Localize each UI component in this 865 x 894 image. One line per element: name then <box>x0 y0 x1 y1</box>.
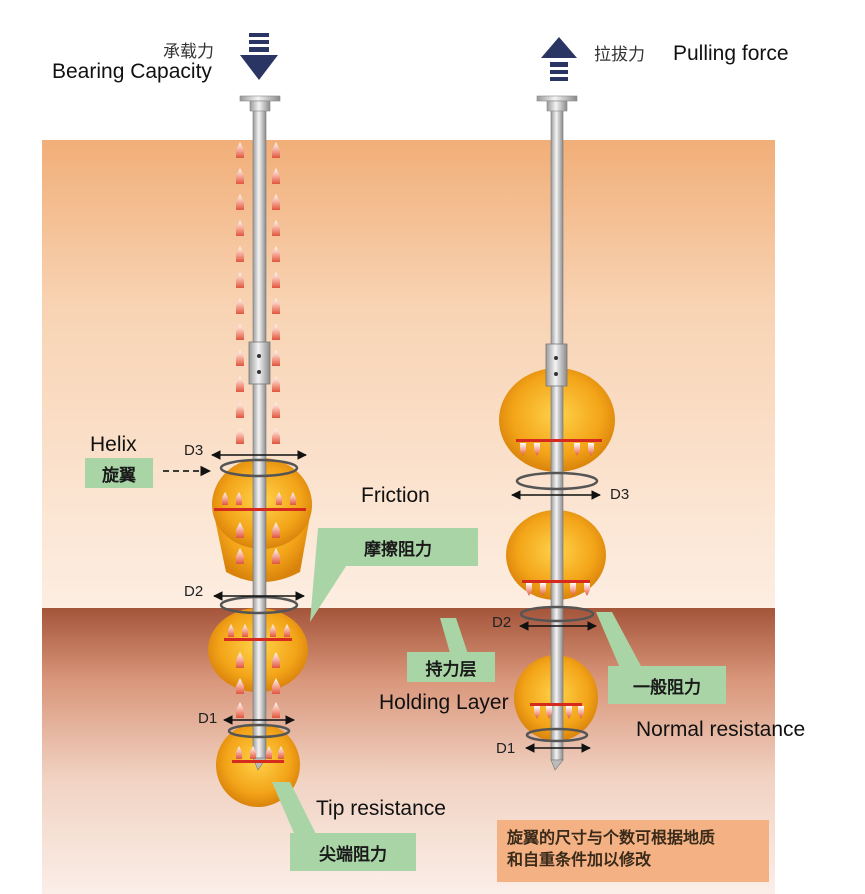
left-helix-d1 <box>227 723 291 739</box>
left-d1-label: D1 <box>198 710 218 727</box>
pulling-label-en: Pulling force <box>673 42 789 65</box>
helix-label-en: Helix <box>90 433 137 456</box>
right-d1-label: D1 <box>496 740 516 757</box>
normal-tag: 一般阻力 <box>608 666 726 704</box>
pulling-label-cn: 拉拔力 <box>594 45 645 65</box>
right-pile <box>499 95 615 771</box>
left-d2-label: D2 <box>184 583 204 600</box>
helix-note-box: 旋翼的尺寸与个数可根据地质 和自重条件加以修改 <box>497 820 769 882</box>
left-friction-arrows <box>222 142 296 759</box>
bearing-label-cn: 承载力 <box>163 42 214 62</box>
right-d3-label: D3 <box>610 486 630 503</box>
friction-tag: 摩擦阻力 <box>318 528 478 566</box>
right-d2-label: D2 <box>492 614 512 631</box>
holding-callout-pointer <box>440 618 470 660</box>
tip-tag: 尖端阻力 <box>290 833 416 871</box>
right-shaft <box>550 107 564 761</box>
note-line-2: 和自重条件加以修改 <box>507 850 652 869</box>
left-d3-label: D3 <box>184 442 204 459</box>
note-line-1: 旋翼的尺寸与个数可根据地质 <box>507 828 716 847</box>
tip-callout-pointer <box>272 782 318 838</box>
left-helix-d3 <box>219 458 299 478</box>
left-shaft <box>252 107 267 759</box>
helix-tag: 旋翼 <box>85 458 153 488</box>
pulling-up-arrow-icon <box>541 37 577 81</box>
holding-tag: 持力层 <box>407 652 495 682</box>
normal-label-en: Normal resistance <box>636 718 806 741</box>
holding-label-en: Holding Layer <box>379 691 509 714</box>
bearing-down-arrow-icon <box>240 33 278 80</box>
friction-label-en: Friction <box>361 484 430 507</box>
normal-callout-pointer <box>596 612 642 668</box>
bearing-label-en: Bearing Capacity <box>52 60 212 83</box>
tip-label-en: Tip resistance <box>316 797 446 820</box>
